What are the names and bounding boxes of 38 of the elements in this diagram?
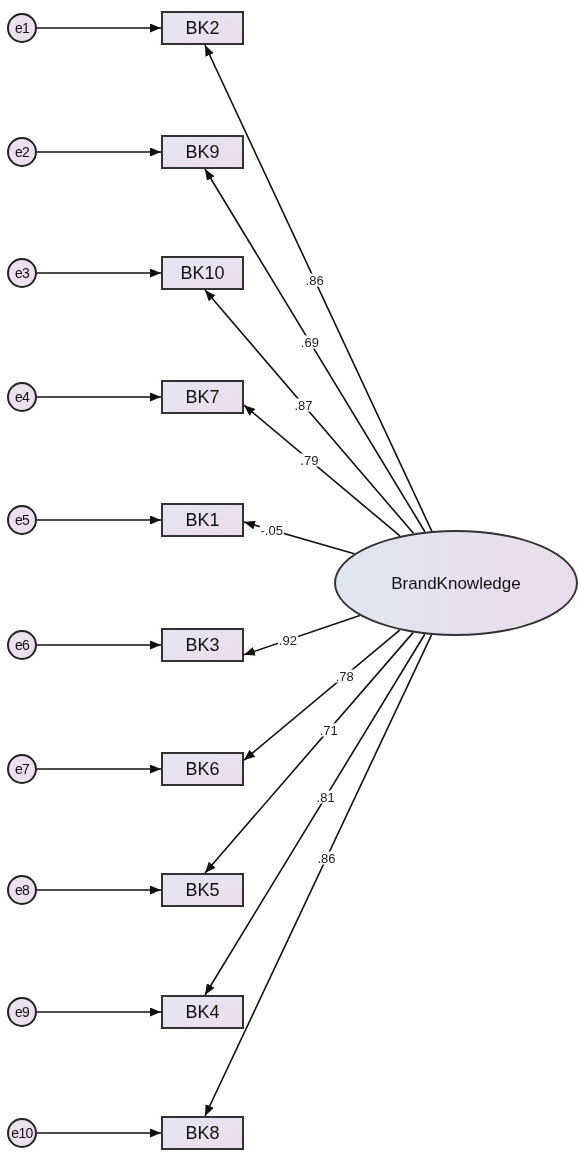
arrow — [36, 392, 162, 402]
arrow — [204, 44, 433, 532]
arrow — [243, 404, 401, 537]
arrow — [243, 629, 401, 761]
edge-label: .92 — [277, 633, 298, 647]
variable-box: BK1 — [161, 503, 244, 537]
variable-box: BK5 — [161, 873, 244, 907]
edge-label: .81 — [315, 790, 336, 804]
arrow — [36, 1007, 162, 1017]
edge-label: .71 — [318, 723, 339, 737]
variable-box: BK6 — [161, 752, 244, 786]
variable-box: BK7 — [161, 380, 244, 414]
arrow — [36, 640, 162, 650]
variable-box: BK10 — [161, 256, 244, 290]
arrow — [204, 634, 433, 1117]
variable-box: BK4 — [161, 995, 244, 1029]
edge-label: -.05 — [259, 523, 284, 537]
edge-label: .87 — [293, 398, 314, 412]
arrow — [243, 614, 361, 657]
edge-label: .86 — [316, 851, 337, 865]
edge-label: .78 — [334, 669, 355, 683]
variable-box: BK8 — [161, 1116, 244, 1150]
arrow — [36, 764, 162, 774]
arrow — [36, 1128, 162, 1138]
edge-label: .69 — [299, 335, 320, 349]
edge-label: .86 — [304, 273, 325, 287]
arrow — [36, 515, 162, 525]
arrow — [204, 168, 426, 533]
edge-label: .79 — [299, 453, 320, 467]
arrow — [36, 268, 162, 278]
arrow — [36, 147, 162, 157]
arrow — [36, 23, 162, 33]
arrow — [204, 633, 426, 996]
latent-ellipse: BrandKnowledge — [334, 530, 578, 636]
variable-box: BK3 — [161, 628, 244, 662]
variable-box: BK2 — [161, 11, 244, 45]
variable-box: BK9 — [161, 135, 244, 169]
arrow — [36, 885, 162, 895]
